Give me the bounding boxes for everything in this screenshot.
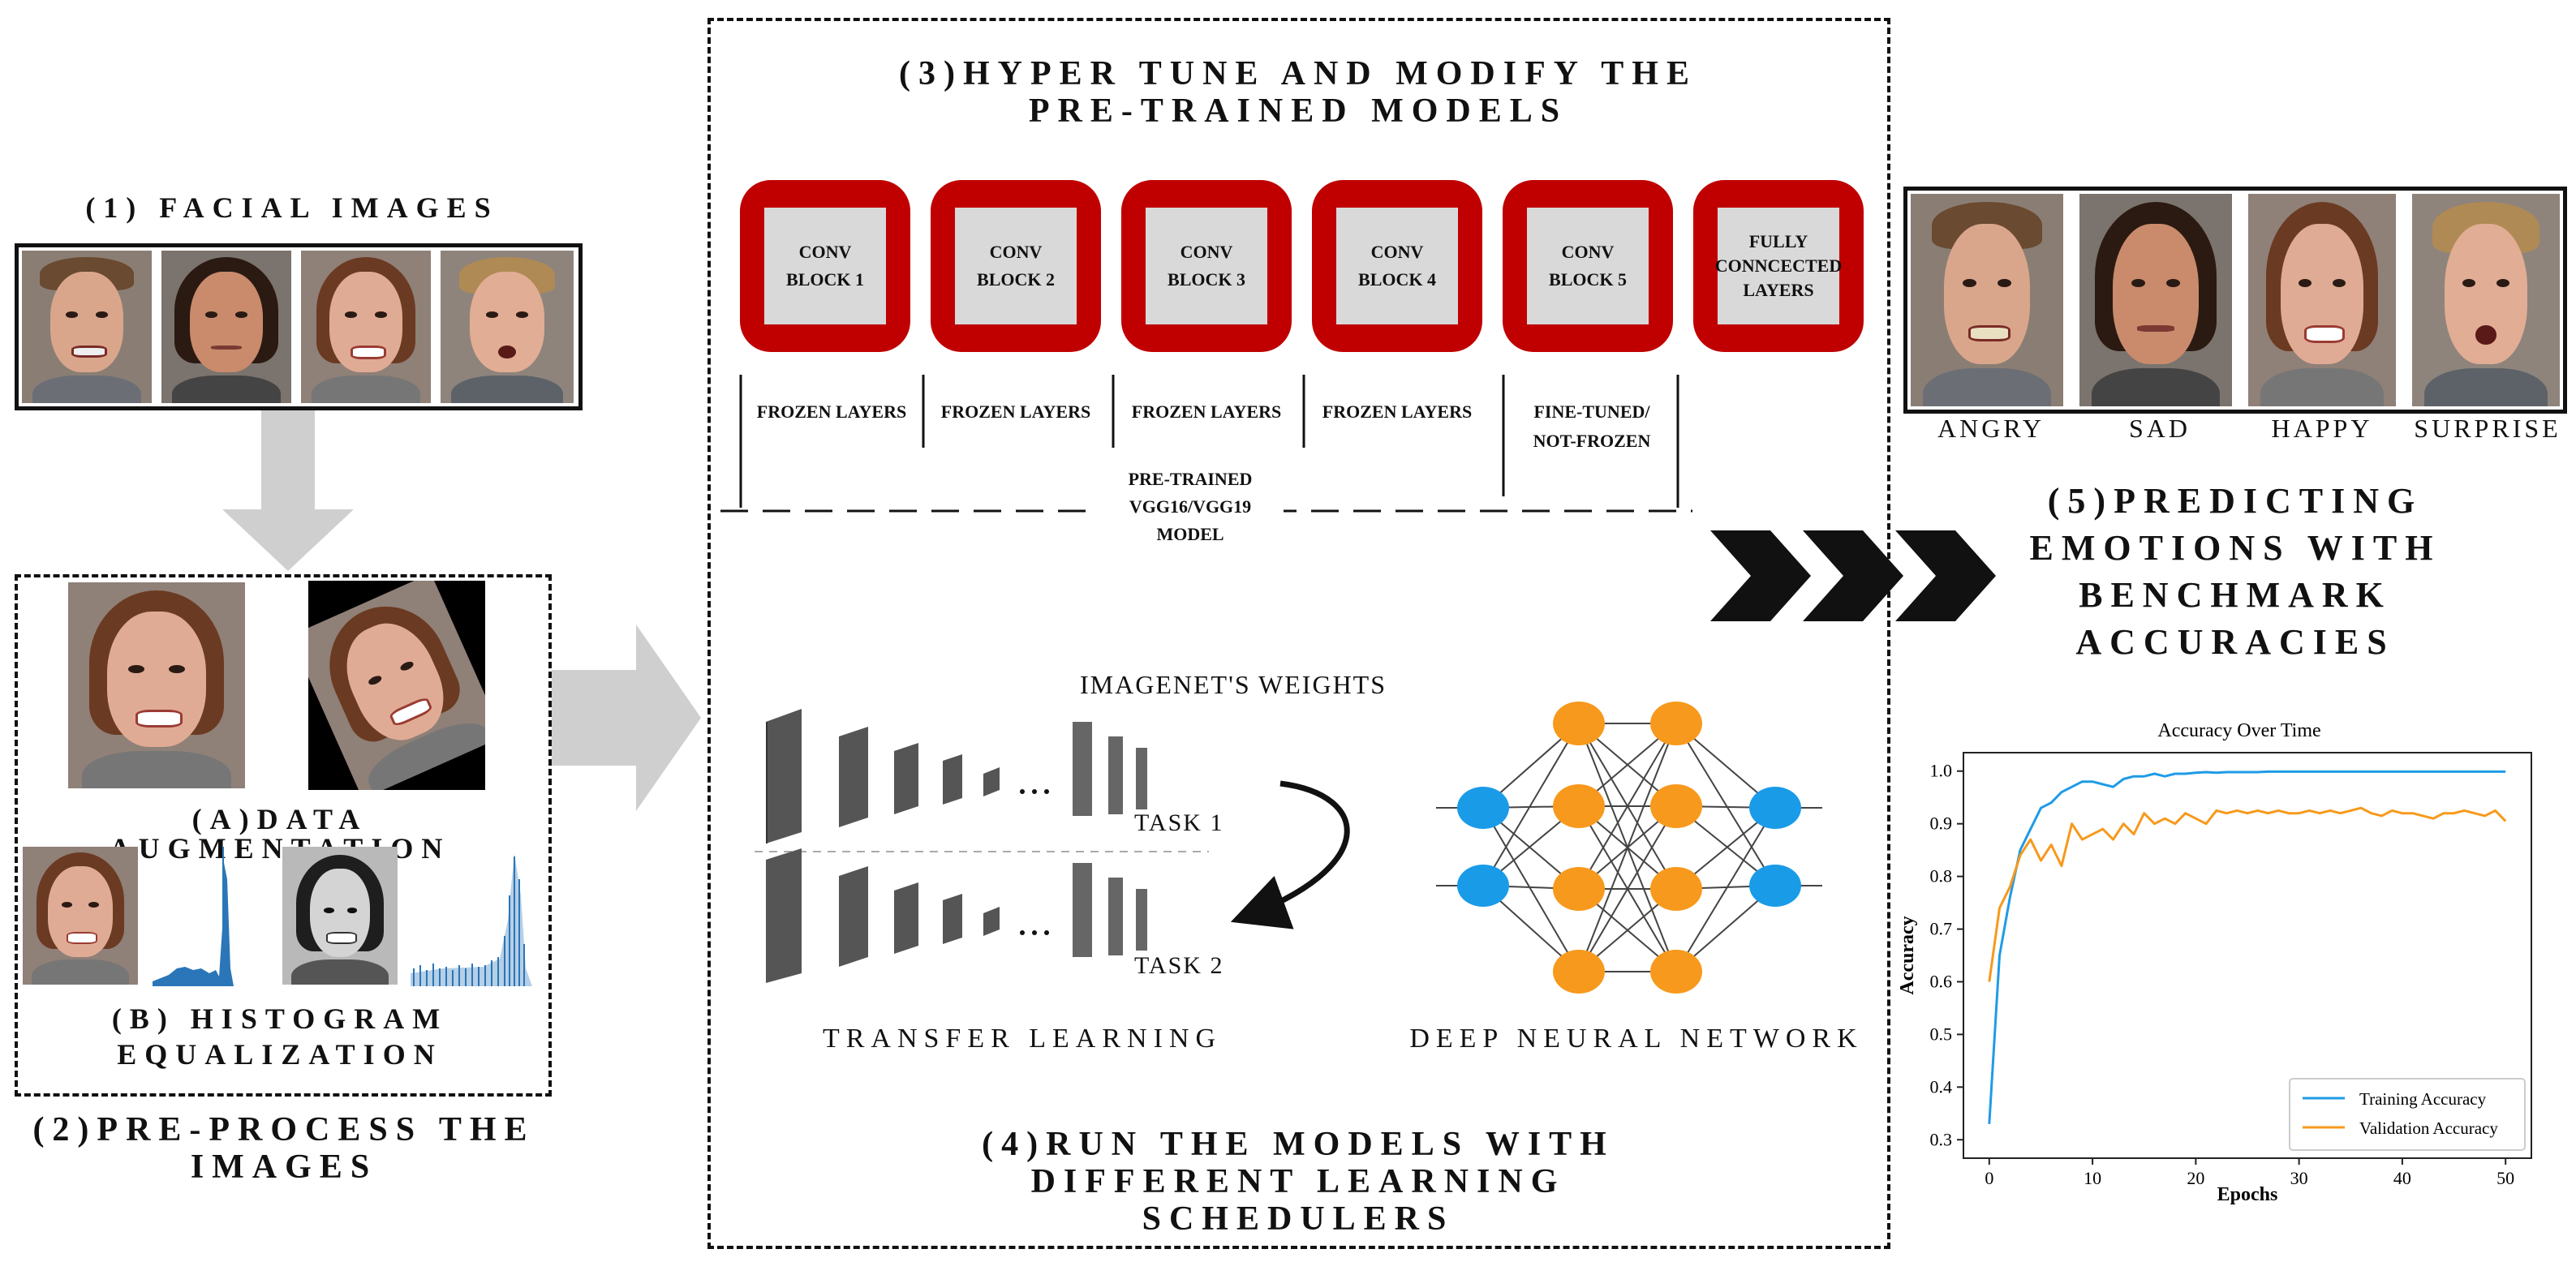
chart-title: Accuracy Over Time: [2157, 720, 2320, 741]
legend-training-label: Training Accuracy: [2359, 1089, 2487, 1109]
conv-block-2: CONV BLOCK 2: [931, 180, 1101, 352]
transfer-learning-diagram: [755, 709, 1350, 983]
y-tick-label: 0.8: [1930, 866, 1953, 886]
layer-status-4: FROZEN LAYERS: [1322, 401, 1473, 422]
validation-accuracy-line: [1988, 806, 2507, 982]
histogram-original-chart: [153, 847, 234, 986]
emotion-label-sad: SAD: [2128, 414, 2191, 443]
emotion-surprise-face: [2412, 194, 2560, 406]
step4-title-line1: (4)RUN THE MODELS WITH: [982, 1126, 1615, 1163]
preprocess-box: [15, 574, 552, 1097]
conv-block-2-label: CONV BLOCK 2: [955, 208, 1077, 324]
conv-block-1-label: CONV BLOCK 1: [764, 208, 886, 324]
deep-neural-network-diagram: [1436, 702, 1822, 994]
chevron-arrows-icon: [1710, 530, 1996, 621]
step4-title-line2: DIFFERENT LEARNING: [1030, 1163, 1566, 1200]
conv-block-3: CONV BLOCK 3: [1121, 180, 1292, 352]
legend-validation-label: Validation Accuracy: [2359, 1118, 2498, 1138]
pretrained-model-label: PRE-TRAINED VGG16/VGG19 MODEL: [1097, 466, 1284, 548]
y-tick-label: 0.9: [1930, 813, 1953, 834]
plot-frame: [1963, 752, 2532, 1159]
step5-title-line2: EMOTIONS WITH: [2029, 528, 2441, 568]
histogram-equalization-label-2: EQUALIZATION: [117, 1038, 443, 1071]
step2-title-line2: IMAGES: [190, 1148, 378, 1186]
layer-status-5: FINE-TUNED/ NOT-FROZEN: [1533, 401, 1651, 451]
histogram-equalized-chart: [411, 853, 532, 986]
x-tick-label: 40: [2393, 1168, 2411, 1188]
emotion-label-angry: ANGRY: [1937, 414, 2045, 443]
down-arrow-icon: [222, 410, 354, 571]
x-tick-label: 10: [2084, 1168, 2101, 1188]
step5-title-line1: (5)PREDICTING: [2047, 481, 2423, 521]
face-surprise-thumbnail: [441, 251, 574, 403]
conv-block-4-label: CONV BLOCK 4: [1336, 208, 1458, 324]
imagenet-weights-label: IMAGENET'S WEIGHTS: [1079, 670, 1387, 699]
training-accuracy-line: [1988, 770, 2506, 1124]
histogram-gray-face: [282, 847, 398, 985]
step1-title: (1) FACIAL IMAGES: [85, 191, 499, 224]
augmented-rotated-face: [308, 581, 485, 790]
step5-title-line3: BENCHMARK: [2079, 575, 2392, 615]
step3-title-line2: PRE-TRAINED MODELS: [1028, 92, 1568, 130]
step2-title-line1: (2)PRE-PROCESS THE: [32, 1111, 535, 1148]
y-tick-label: 0.6: [1930, 971, 1953, 991]
histogram-color-face: [23, 847, 138, 985]
facial-images-strip: [15, 243, 583, 410]
face-happy-thumbnail: [301, 251, 431, 403]
chart-legend: Training Accuracy Validation Accuracy: [2289, 1078, 2526, 1151]
conv-block-4: CONV BLOCK 4: [1312, 180, 1482, 352]
y-tick-label: 0.4: [1930, 1076, 1953, 1097]
augmented-original-face: [68, 582, 245, 788]
deep-neural-network-label: DEEP NEURAL NETWORK: [1409, 1024, 1864, 1054]
histogram-equalization-label-1: (B) HISTOGRAM: [111, 1002, 449, 1035]
y-axis-label: Accuracy: [1897, 916, 1918, 994]
model-box: [707, 18, 1890, 1249]
x-tick-label: 30: [2290, 1168, 2308, 1188]
task2-label: TASK 2: [1134, 952, 1224, 979]
y-tick-label: 1.0: [1930, 761, 1953, 781]
face-angry-thumbnail: [22, 251, 152, 403]
fully-connected-label: FULLY CONNCECTED LAYERS: [1715, 208, 1842, 324]
step3-title-line1: (3)HYPER TUNE AND MODIFY THE: [899, 55, 1697, 92]
emotion-images-strip: [1903, 187, 2567, 414]
task1-label: TASK 1: [1134, 809, 1224, 836]
conv-block-1: CONV BLOCK 1: [740, 180, 910, 352]
emotion-happy-face: [2248, 194, 2396, 406]
emotion-label-happy: HAPPY: [2271, 414, 2373, 443]
layer-status-3: FROZEN LAYERS: [1131, 401, 1282, 422]
layer-status-2: FROZEN LAYERS: [940, 401, 1091, 422]
emotion-sad-face: [2079, 194, 2232, 406]
accuracy-chart: Accuracy Over Time 0 10 20 30 40 50 0.3 0.4 0.5 0…: [1897, 720, 2532, 1205]
y-tick-label: 0.3: [1930, 1129, 1953, 1149]
y-tick-label: 0.7: [1930, 919, 1953, 939]
emotion-label-surprise: SURPRISE: [2414, 414, 2561, 443]
x-tick-label: 0: [1985, 1168, 1993, 1188]
conv-block-5-label: CONV BLOCK 5: [1527, 208, 1649, 324]
x-axis-label: Epochs: [2217, 1184, 2278, 1205]
x-tick-label: 50: [2496, 1168, 2514, 1188]
data-augmentation-label: (A)DATA AUGMENTATION: [109, 803, 451, 865]
conv-block-5: CONV BLOCK 5: [1503, 180, 1673, 352]
emotion-angry-face: [1911, 194, 2063, 406]
conv-block-3-label: CONV BLOCK 3: [1146, 208, 1267, 324]
transfer-learning-label: TRANSFER LEARNING: [822, 1024, 1223, 1054]
layer-status-1: FROZEN LAYERS: [756, 401, 907, 422]
y-tick-label: 0.5: [1930, 1024, 1953, 1044]
face-sad-thumbnail: [161, 251, 291, 403]
right-arrow-icon: [552, 625, 701, 811]
step4-title-line3: SCHEDULERS: [1142, 1200, 1455, 1238]
step5-title-line4: ACCURACIES: [2075, 622, 2395, 662]
x-tick-label: 20: [2187, 1168, 2204, 1188]
fully-connected-block: FULLY CONNCECTED LAYERS: [1693, 180, 1864, 352]
